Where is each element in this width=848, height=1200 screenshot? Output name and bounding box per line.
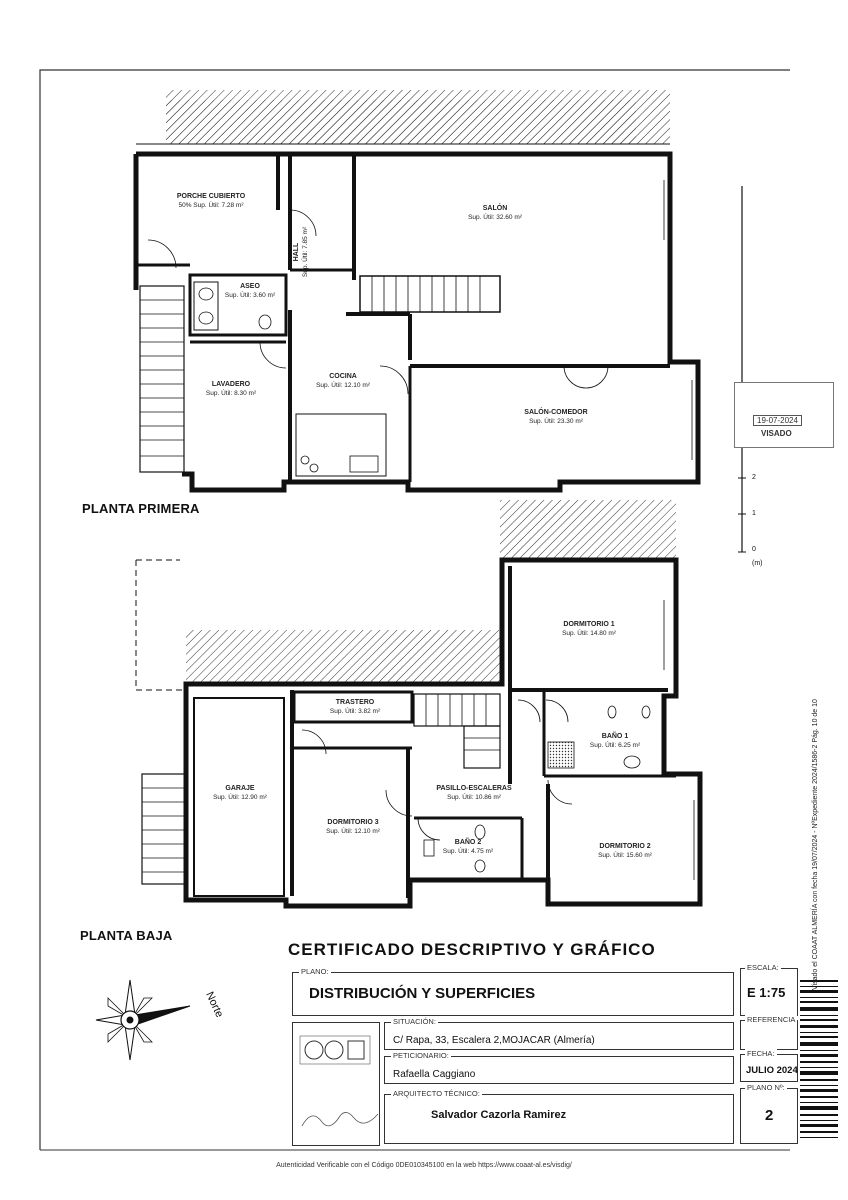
stamp-date: 19-07-2024 [753, 415, 802, 426]
college-logo [299, 1035, 371, 1065]
fecha-box: FECHA: JULIO 2024 [740, 1049, 798, 1082]
situacion-label: SITUACIÓN: [391, 1017, 438, 1026]
room-name: ASEO [240, 283, 260, 290]
room-name: LAVADERO [211, 381, 251, 388]
verification-footer: Autenticidad Verificable con el Código 0… [276, 1162, 572, 1169]
room-label: DORMITORIO 2 Sup. Útil: 15.60 m² [580, 842, 670, 860]
room-area: Sup. Útil: 7.85 m² [302, 226, 309, 278]
room-area: Sup. Útil: 12.90 m² [213, 794, 267, 801]
room-area: Sup. Útil: 3.82 m² [329, 708, 381, 715]
room-label: SALÓN Sup. Útil: 32.60 m² [450, 204, 540, 222]
arquitecto-box: ARQUITECTO TÉCNICO: Salvador Cazorla Ram… [384, 1089, 734, 1144]
room-name: SALÓN-COMEDOR [524, 409, 588, 416]
sheet-frame [39, 69, 790, 1150]
room-name: GARAJE [225, 785, 255, 792]
room-label: SALÓN-COMEDOR Sup. Útil: 23.30 m² [506, 408, 606, 426]
plano-label: PLANO: [299, 967, 331, 976]
plano-numero-label: PLANO Nº: [745, 1083, 787, 1092]
room-name: DORMITORIO 3 [327, 819, 379, 826]
stamp-label: VISADO [761, 429, 792, 438]
room-label: DORMITORIO 1 Sup. Útil: 14.80 m² [544, 620, 634, 638]
room-area: 50% Sup. Útil: 7.28 m² [178, 202, 244, 209]
referencia-box: REFERENCIA [740, 1015, 798, 1050]
room-area: Sup. Útil: 4.75 m² [442, 848, 494, 855]
planta-baja-title: PLANTA BAJA [80, 928, 173, 943]
room-label: LAVADERO Sup. Útil: 8.30 m² [196, 380, 266, 398]
peticionario-box: PETICIONARIO: Rafaella Caggiano [384, 1051, 734, 1084]
planta-primera-title: PLANTA PRIMERA [82, 501, 200, 516]
room-label: PASILLO-ESCALERAS Sup. Útil: 10.86 m² [424, 784, 524, 802]
planta-baja-drawing [135, 500, 703, 909]
room-name: TRASTERO [335, 699, 375, 706]
room-area: Sup. Útil: 23.30 m² [529, 418, 583, 425]
certificate-title: CERTIFICADO DESCRIPTIVO Y GRÁFICO [288, 940, 656, 959]
room-name: BAÑO 2 [454, 839, 482, 846]
room-area: Sup. Útil: 6.25 m² [589, 742, 641, 749]
scale-tick-label: 2 [752, 474, 756, 481]
room-label: BAÑO 2 Sup. Útil: 4.75 m² [430, 838, 506, 856]
planta-primera-drawing [133, 90, 701, 493]
peticionario-value: Rafaella Caggiano [393, 1069, 476, 1080]
visado-side-text: Visado el COAAT ALMERÍA con fecha 19/07/… [812, 699, 819, 990]
visado-stamp: 19-07-2024 VISADO [734, 382, 834, 448]
escala-label: ESCALA: [745, 963, 781, 972]
room-area: Sup. Útil: 12.10 m² [326, 828, 380, 835]
room-label: COCINA Sup. Útil: 12.10 m² [300, 372, 386, 390]
escala-value: E 1:75 [747, 985, 786, 1000]
fecha-label: FECHA: [745, 1049, 777, 1058]
plano-numero-value: 2 [765, 1107, 774, 1124]
plano-value: DISTRIBUCIÓN Y SUPERFICIES [309, 985, 536, 1002]
plano-box: PLANO: DISTRIBUCIÓN Y SUPERFICIES [292, 967, 734, 1016]
room-name: BAÑO 1 [601, 733, 629, 740]
peticionario-label: PETICIONARIO: [391, 1051, 451, 1060]
room-area: Sup. Útil: 12.10 m² [316, 382, 370, 389]
room-name: PASILLO-ESCALERAS [436, 785, 512, 792]
room-area: Sup. Útil: 15.60 m² [598, 852, 652, 859]
arquitecto-value: Salvador Cazorla Ramirez [431, 1109, 567, 1121]
escala-box: ESCALA: E 1:75 [740, 963, 798, 1016]
logo-box [292, 1022, 380, 1146]
scale-bar [738, 186, 746, 553]
room-name: DORMITORIO 2 [599, 843, 651, 850]
referencia-label: REFERENCIA [745, 1015, 798, 1024]
room-label: DORMITORIO 3 Sup. Útil: 12.10 m² [310, 818, 396, 836]
situacion-value: C/ Rapa, 33, Escalera 2,MOJACAR (Almería… [393, 1035, 595, 1046]
arquitecto-label: ARQUITECTO TÉCNICO: [391, 1089, 482, 1098]
room-area: Sup. Útil: 10.86 m² [447, 794, 501, 801]
room-label-rotated: HALL Sup. Útil: 7.85 m² [292, 212, 310, 292]
room-area: Sup. Útil: 3.60 m² [224, 292, 276, 299]
room-area: Sup. Útil: 8.30 m² [205, 390, 257, 397]
plano-numero-box: PLANO Nº: 2 [740, 1083, 798, 1144]
signature [301, 1112, 379, 1127]
room-label: PORCHE CUBIERTO 50% Sup. Útil: 7.28 m² [166, 192, 256, 210]
fecha-value: JULIO 2024 [746, 1065, 798, 1076]
north-arrow [95, 979, 191, 1061]
room-name: SALÓN [482, 205, 508, 212]
scale-unit-label: (m) [752, 560, 763, 567]
room-name: PORCHE CUBIERTO [176, 193, 246, 200]
barcode [800, 980, 838, 1138]
situacion-box: SITUACIÓN: C/ Rapa, 33, Escalera 2,MOJAC… [384, 1017, 734, 1050]
scale-tick-label: 0 [752, 546, 756, 553]
room-name: COCINA [329, 373, 357, 380]
room-name: HALL [293, 242, 300, 262]
room-label: TRASTERO Sup. Útil: 3.82 m² [310, 698, 400, 716]
room-label: ASEO Sup. Útil: 3.60 m² [210, 282, 290, 300]
room-name: DORMITORIO 1 [563, 621, 615, 628]
scale-tick-label: 1 [752, 510, 756, 517]
room-label: BAÑO 1 Sup. Útil: 6.25 m² [580, 732, 650, 750]
room-label: GARAJE Sup. Útil: 12.90 m² [202, 784, 278, 802]
room-area: Sup. Útil: 32.60 m² [468, 214, 522, 221]
room-area: Sup. Útil: 14.80 m² [562, 630, 616, 637]
